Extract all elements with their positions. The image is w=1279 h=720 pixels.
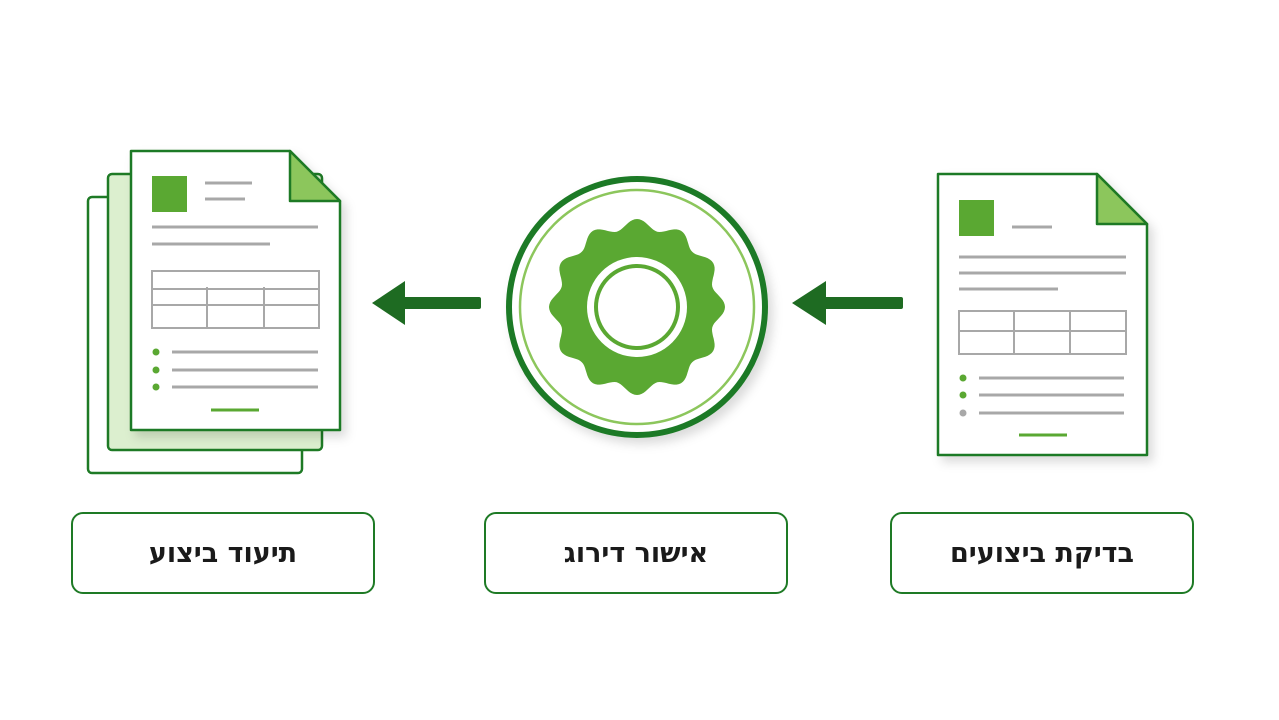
step-label-performance-check: בדיקת ביצועים (890, 512, 1194, 594)
arrow-left-icon (792, 281, 903, 325)
step-label-rating-approval: אישור דירוג (484, 512, 788, 594)
step-label-text: תיעוד ביצוע (148, 537, 298, 569)
arrow-left-icon (372, 281, 481, 325)
seal-badge-icon (506, 176, 768, 438)
step-label-text: אישור דירוג (563, 537, 709, 569)
document-icon (936, 172, 1149, 457)
step-label-text: בדיקת ביצועים (949, 537, 1135, 569)
step-label-performance-documentation: תיעוד ביצוע (71, 512, 375, 594)
document-stack-icon (86, 149, 342, 475)
